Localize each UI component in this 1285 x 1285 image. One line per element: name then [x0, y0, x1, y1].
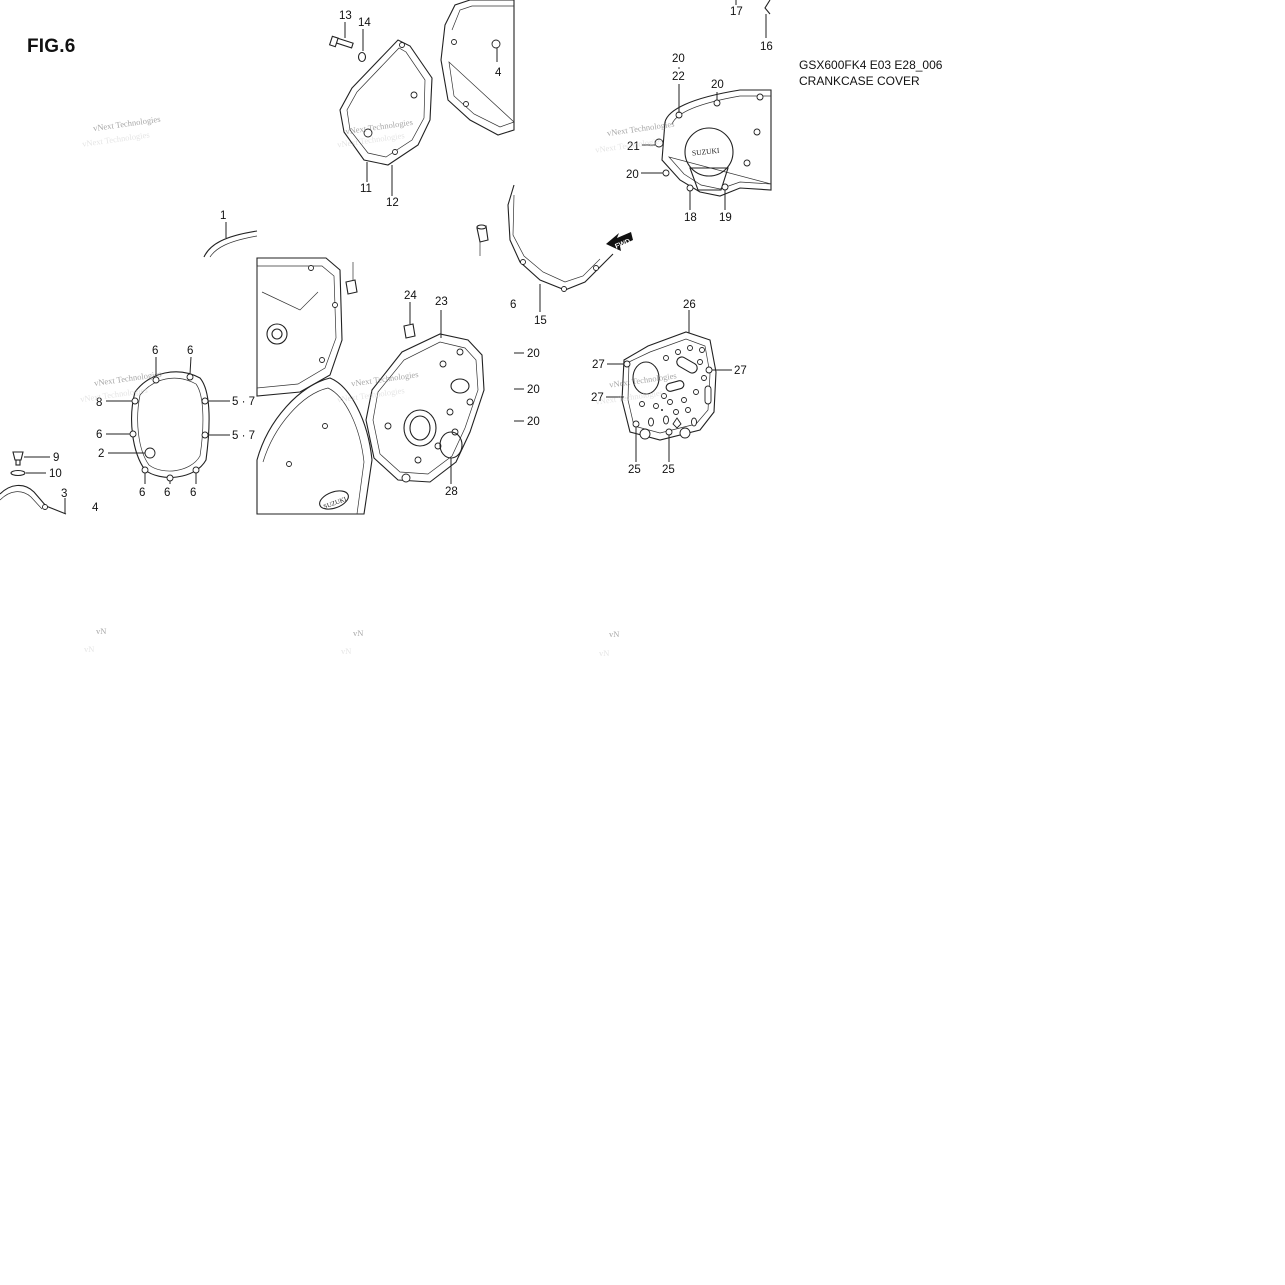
watermark-fragment-left: vN [96, 626, 106, 636]
watermark-middle-middle: vNext Technologies [350, 369, 419, 388]
clutch-cover [256, 377, 373, 515]
svg-text:vN: vN [84, 644, 94, 654]
callout-14: 14 [358, 17, 371, 29]
section-name-label: CRANKCASE COVER [799, 74, 920, 88]
forward-direction-arrow: FWD [606, 232, 633, 251]
tile-top-left: vNext Technologies vNext Technologies [81, 114, 161, 149]
callout-3: 3 [61, 488, 67, 500]
watermark-top-left: vNext Technologies [92, 114, 161, 133]
callout-4-top: 4 [495, 67, 502, 79]
watermark-middle-left: vNext Technologies [93, 369, 162, 388]
watermark-top-right: vNext Technologies [606, 119, 675, 138]
tile-top-right: 17 16 SUZUKI 20 22 20 [476, 0, 773, 327]
callout-17: 17 [730, 6, 743, 18]
brand-logo: SUZUKI [692, 146, 721, 158]
svg-text:vNext Technologies: vNext Technologies [337, 385, 406, 404]
o-ring-10 [10, 469, 26, 477]
tile-bottom-row: vN vN vN vN vN vN [84, 626, 619, 658]
callout-6-clipped: 6 [510, 299, 516, 311]
svg-text:vN: vN [341, 646, 351, 656]
callout-11: 11 [360, 183, 372, 195]
callout-25-b: 25 [662, 464, 675, 476]
inner-cover-26 [621, 331, 717, 441]
callout-12: 12 [386, 197, 399, 209]
callout-28: 28 [445, 486, 458, 498]
callout-5-7-b: 5 · 7 [232, 430, 255, 442]
callout-16: 16 [760, 41, 773, 53]
clutch-cover-gasket-ring [131, 371, 210, 478]
callout-2: 2 [98, 448, 104, 460]
callout-15: 15 [534, 315, 547, 327]
callout-20-c: 20 [626, 169, 639, 181]
callout-6-b: 6 [187, 345, 193, 357]
callout-6-c: 6 [96, 429, 102, 441]
clutch-cover-gasket [339, 39, 433, 166]
callout-9: 9 [53, 452, 59, 464]
plug-28 [439, 431, 463, 459]
washer-14 [357, 51, 367, 63]
tile-top-middle: 13 14 11 12 4 vNext T [328, 0, 515, 209]
callout-8: 8 [96, 397, 102, 409]
generator-cover-emblem [684, 127, 734, 177]
callout-24: 24 [404, 290, 417, 302]
callout-6-d: 6 [139, 487, 145, 499]
oil-pump-cover-23 [365, 333, 485, 483]
callout-4-bottom: 4 [92, 502, 99, 514]
bolt-13 [328, 35, 354, 49]
callout-5-7-a: 5 · 7 [232, 396, 255, 408]
callout-25-a: 25 [628, 464, 641, 476]
tile-middle-middle: 24 SUZUKI 23 [256, 257, 540, 515]
watermark-fragment-middle: vN [353, 628, 363, 638]
callout-20-d: 20 [527, 348, 540, 360]
callout-19: 19 [719, 212, 732, 224]
figure-title: FIG.6 [27, 36, 76, 57]
callout-18: 18 [684, 212, 697, 224]
callout-21: 21 [627, 141, 640, 153]
callout-10: 10 [49, 468, 62, 480]
watermark-fragment-right: vN [609, 629, 619, 639]
callout-6-e: 6 [164, 487, 170, 499]
svg-text:vNext Technologies: vNext Technologies [81, 129, 150, 148]
callout-1: 1 [220, 210, 226, 222]
tile-middle-right: 25 25 26 27 27 27 vNext Technologies vNe… [591, 299, 747, 476]
callout-6-f: 6 [190, 487, 196, 499]
callout-13: 13 [339, 10, 352, 22]
crankcase-half [256, 257, 343, 397]
callout-22: 22 [672, 71, 685, 83]
watermark-middle-right: vNext Technologies [609, 370, 678, 389]
callout-27-b: 27 [734, 365, 747, 377]
tile-middle-left: 1 6 6 8 6 2 5 · 7 [0, 210, 258, 515]
callout-20-e: 20 [527, 384, 540, 396]
model-code-label: GSX600FK4 E03 E28_006 [799, 58, 943, 72]
callout-23: 23 [435, 296, 448, 308]
callout-26: 26 [683, 299, 696, 311]
callout-20-b: 20 [711, 79, 724, 91]
svg-text:vN: vN [599, 648, 609, 658]
callout-27-a: 27 [592, 359, 605, 371]
callout-20-f: 20 [527, 416, 540, 428]
callout-27-c: 27 [591, 392, 604, 404]
oil-filler-cap-9 [12, 451, 24, 466]
callout-6-a: 6 [152, 345, 158, 357]
callout-20-a: 20 [672, 53, 685, 65]
generator-cover [661, 89, 772, 197]
